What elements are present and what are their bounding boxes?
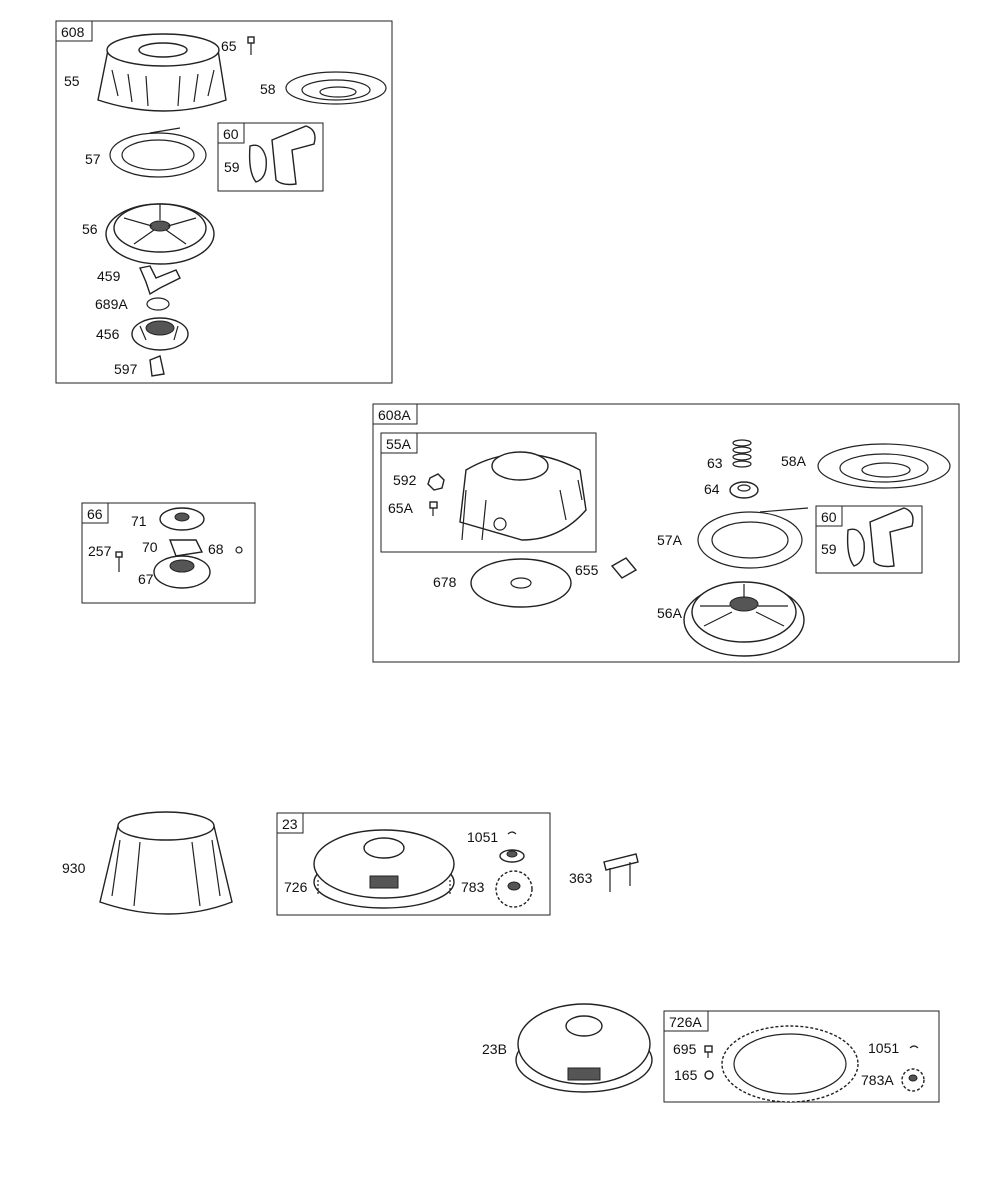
label-57: 57 [85, 151, 101, 167]
part-165-nut [704, 1070, 714, 1080]
group-66-tag [81, 502, 109, 524]
group-608-box [55, 20, 393, 384]
part-59-handle-b [846, 507, 914, 568]
label-58A: 58A [781, 453, 807, 469]
part-59-handle [248, 125, 316, 186]
part-257-screw [115, 551, 123, 572]
label-363: 363 [569, 870, 593, 886]
part-70-clutch [168, 539, 204, 557]
part-655-clip [610, 557, 638, 579]
part-592-nut [427, 473, 445, 491]
label-783A: 783A [861, 1072, 894, 1088]
label-57A: 57A [657, 532, 683, 548]
label-56A: 56A [657, 605, 683, 621]
group-66-box [81, 502, 256, 604]
part-1051-key-b [909, 1045, 919, 1049]
group-55A-box [380, 432, 597, 553]
label-592: 592 [393, 472, 417, 488]
label-257: 257 [88, 543, 112, 559]
group-726A-box [663, 1010, 940, 1103]
label-23B: 23B [482, 1041, 507, 1057]
label-63: 63 [707, 455, 723, 471]
part-726A-ring-gear [721, 1025, 859, 1103]
group-608A-label: 608A [378, 407, 411, 423]
part-65A-screw [429, 501, 438, 516]
part-1051-key-a [507, 831, 517, 835]
label-459: 459 [97, 268, 121, 284]
part-695-screw [704, 1045, 713, 1058]
part-55-housing [97, 33, 227, 112]
part-783A-gear [901, 1068, 925, 1092]
group-23-label: 23 [282, 816, 298, 832]
part-63-spring [732, 439, 752, 468]
part-65-screw [247, 36, 255, 55]
label-695: 695 [673, 1041, 697, 1057]
label-68: 68 [208, 541, 224, 557]
part-930-screen [99, 811, 233, 915]
label-65A: 65A [388, 500, 414, 516]
label-1051-b: 1051 [868, 1040, 899, 1056]
label-71: 71 [131, 513, 147, 529]
part-726-flywheel [313, 829, 455, 909]
group-60-tag [217, 122, 245, 144]
part-363-bracket [603, 853, 639, 892]
part-678-washer [470, 558, 572, 608]
group-608-label: 608 [61, 24, 85, 40]
part-67-cup [153, 555, 211, 589]
group-66-label: 66 [87, 506, 103, 522]
part-56A-pulley [683, 581, 805, 657]
label-64: 64 [704, 481, 720, 497]
label-67: 67 [138, 571, 154, 587]
part-68-ball [235, 546, 243, 554]
part-55A-housing [459, 451, 587, 541]
part-64-bushing [729, 481, 759, 499]
part-456-cup [131, 317, 189, 351]
part-23B-flywheel [515, 1003, 653, 1093]
label-70: 70 [142, 539, 158, 555]
label-1051-a: 1051 [467, 829, 498, 845]
group-608A-tag [372, 403, 418, 425]
part-bushing-23 [499, 849, 525, 863]
part-57A-spring [697, 507, 809, 569]
label-783: 783 [461, 879, 485, 895]
group-55A-label: 55A [386, 436, 412, 452]
group-23-tag [276, 812, 304, 834]
part-58-spring [285, 71, 387, 105]
group-60-box [217, 122, 324, 192]
label-55: 55 [64, 73, 80, 89]
part-57-spring [109, 127, 207, 178]
group-608A-box [372, 403, 960, 663]
group-726A-tag [663, 1010, 709, 1032]
label-597: 597 [114, 361, 138, 377]
label-456: 456 [96, 326, 120, 342]
group-60b-label: 60 [821, 509, 837, 525]
label-59-b: 59 [821, 541, 837, 557]
group-60b-box [815, 505, 923, 574]
label-65: 65 [221, 38, 237, 54]
label-165: 165 [674, 1067, 698, 1083]
part-56-pulley [105, 203, 215, 265]
group-60-label: 60 [223, 126, 239, 142]
label-930: 930 [62, 860, 86, 876]
label-59-a: 59 [224, 159, 240, 175]
part-689A-ring [146, 297, 170, 311]
label-689A: 689A [95, 296, 128, 312]
group-60b-tag [815, 505, 843, 527]
group-726A-label: 726A [669, 1014, 702, 1030]
group-55A-tag [380, 432, 418, 454]
part-783-gear [495, 870, 533, 908]
part-58A-spring [817, 443, 951, 489]
part-71-gear [159, 507, 205, 531]
label-58: 58 [260, 81, 276, 97]
label-655: 655 [575, 562, 599, 578]
label-726: 726 [284, 879, 308, 895]
label-678: 678 [433, 574, 457, 590]
group-608-tag [55, 20, 93, 42]
label-56: 56 [82, 221, 98, 237]
part-459-dog [139, 265, 181, 296]
group-23-box [276, 812, 551, 916]
part-597-bolt [149, 355, 165, 377]
